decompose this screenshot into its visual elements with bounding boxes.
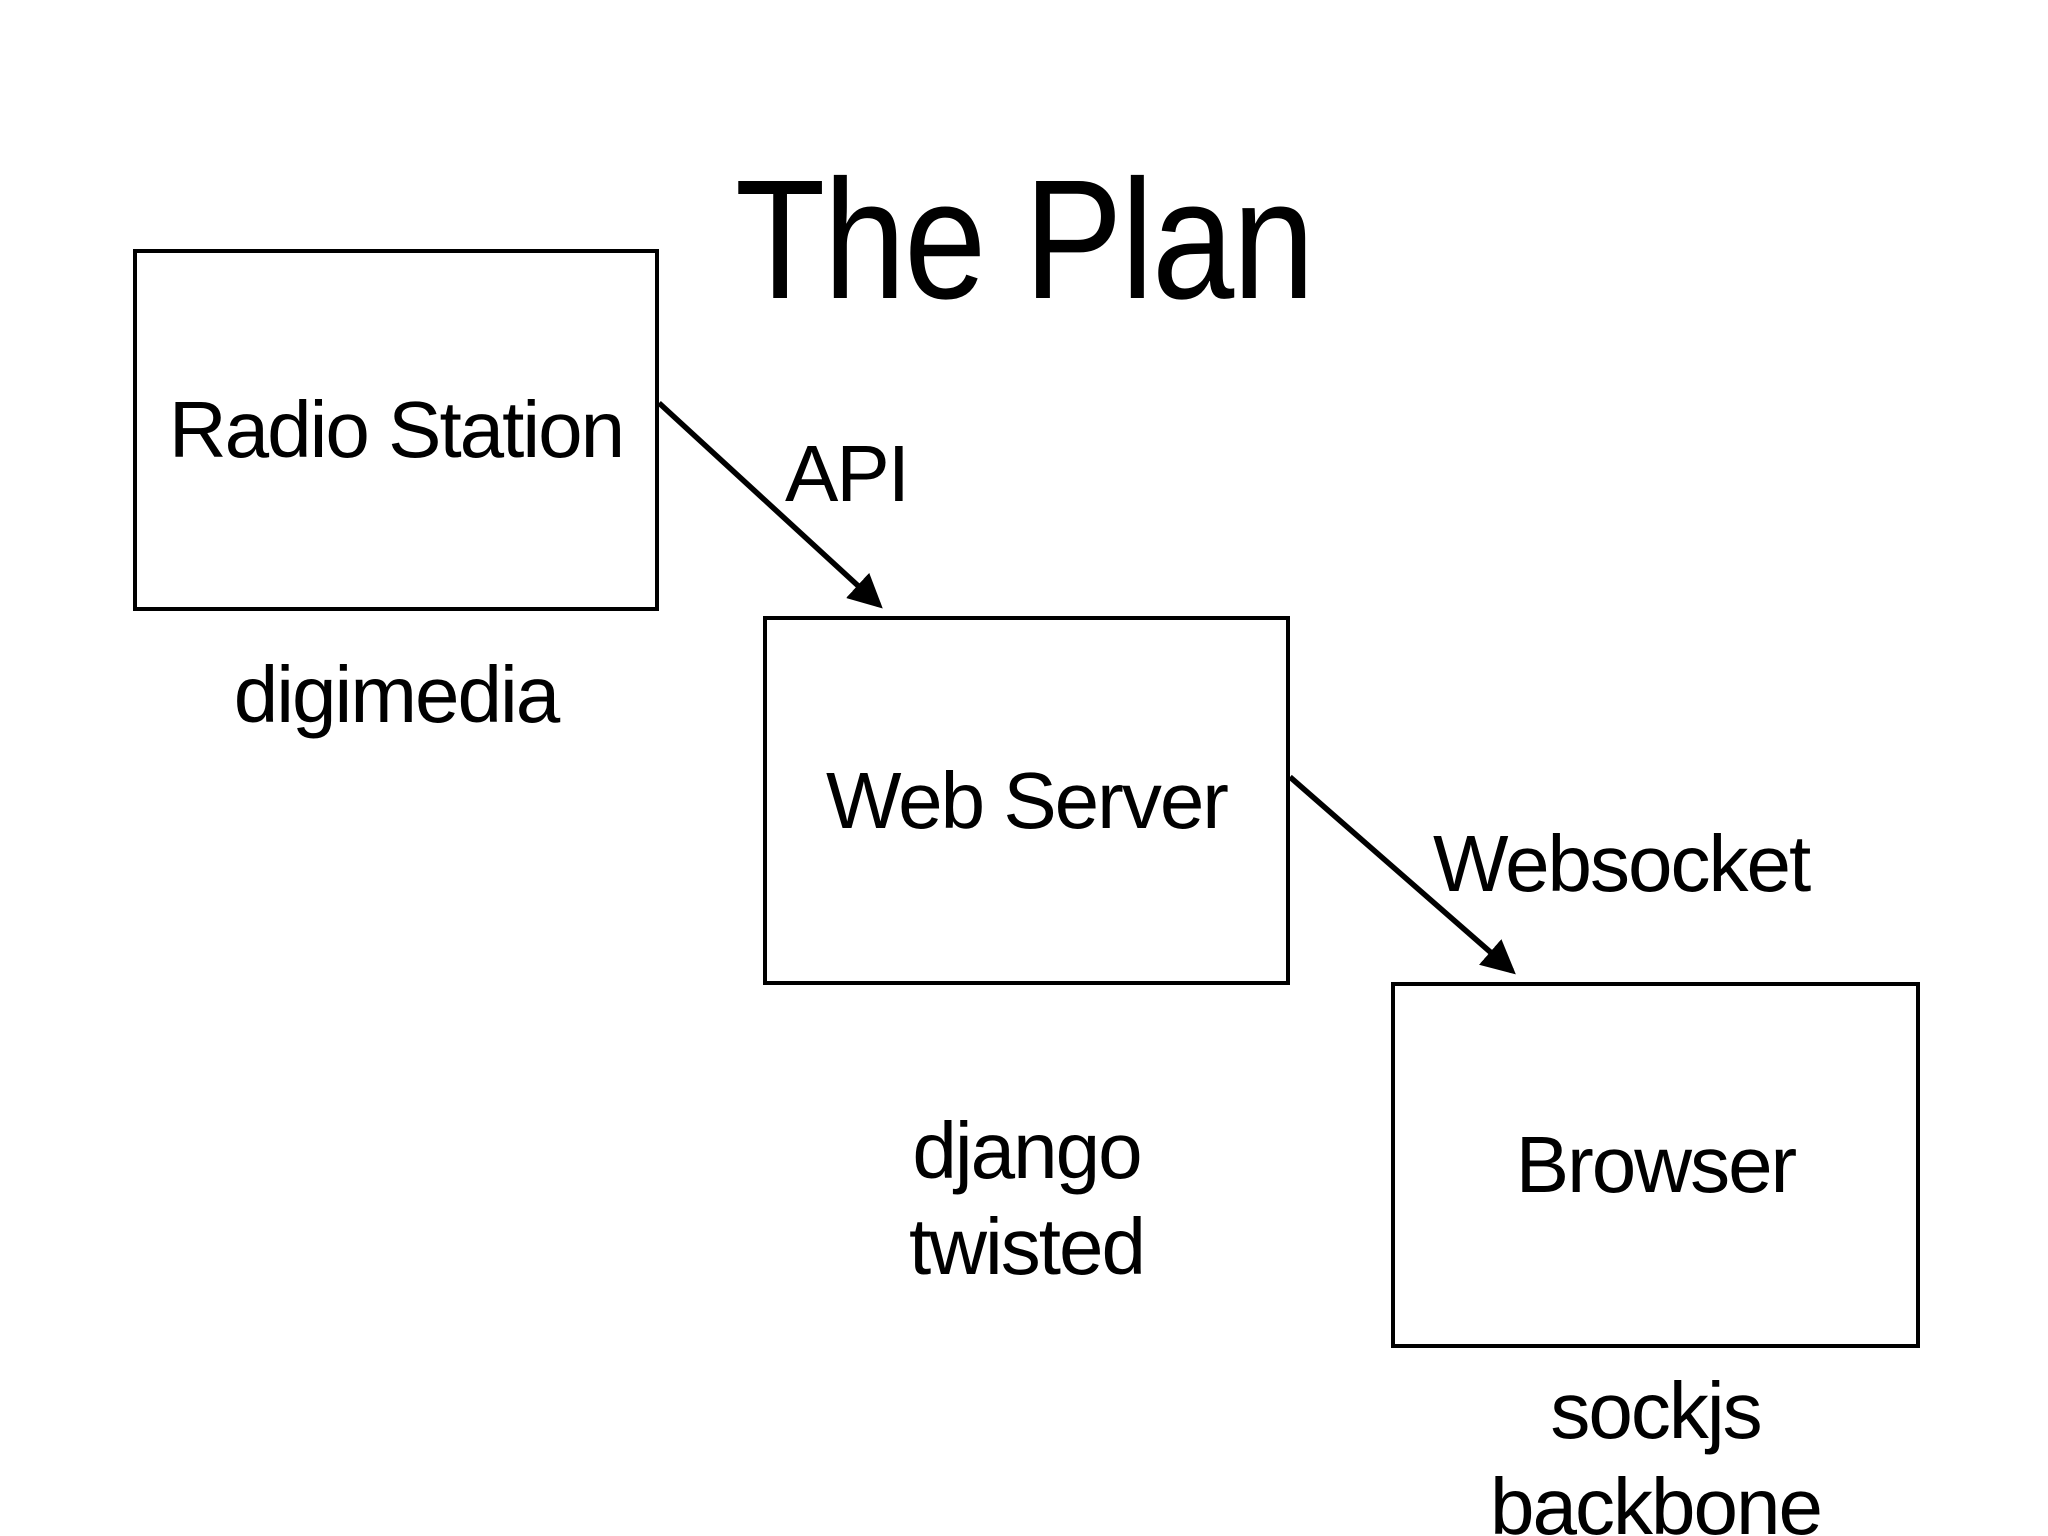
node-web-server-label: Web Server xyxy=(826,755,1229,845)
node-web-server: Web Server xyxy=(763,616,1290,985)
sublabel-sockjs: sockjs xyxy=(1550,1366,1762,1455)
node-radio-station-label: Radio Station xyxy=(168,385,625,474)
sublabel-backbone: backbone xyxy=(1490,1462,1823,1536)
node-radio-station: Radio Station xyxy=(133,249,659,611)
edge-label-websocket: Websocket xyxy=(1433,819,1811,908)
node-sublabel-browser: sockjs backbone xyxy=(1391,1363,1920,1536)
node-sublabel-radio-station: digimedia xyxy=(133,655,659,735)
node-browser: Browser xyxy=(1391,982,1920,1348)
node-sublabel-web-server: django twisted xyxy=(763,1103,1290,1295)
sublabel-twisted: twisted xyxy=(909,1202,1146,1291)
node-browser-label: Browser xyxy=(1515,1120,1797,1209)
slide-title: The Plan xyxy=(734,145,1315,335)
sublabel-django: django xyxy=(912,1106,1142,1195)
edge-label-api: API xyxy=(785,429,910,518)
sublabel-digimedia: digimedia xyxy=(233,650,560,739)
